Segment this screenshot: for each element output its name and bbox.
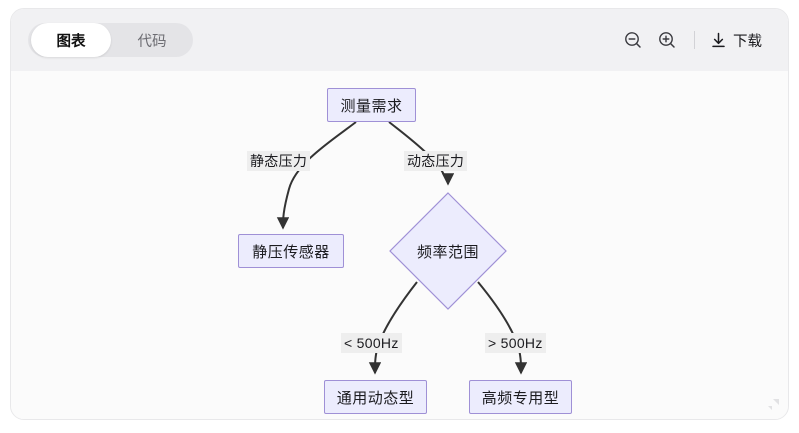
view-mode-segmented-control[interactable]: 图表 代码 (28, 23, 193, 57)
card-header: 图表 代码 (11, 9, 788, 71)
download-label: 下载 (733, 33, 762, 50)
download-button[interactable]: 下载 (705, 23, 766, 57)
node-frequency-range[interactable]: 频率范围 (389, 192, 507, 310)
diagram-canvas[interactable]: 测量需求 静压传感器 频率范围 通用动态型 高频专用型 静态压力 动态压力 < … (11, 71, 788, 419)
tab-chart[interactable]: 图表 (31, 23, 111, 57)
edge-label-static-pressure: 静态压力 (247, 151, 311, 171)
resize-grip-icon (768, 399, 779, 410)
diamond-shape (389, 192, 507, 310)
diagram-card: 图表 代码 (10, 8, 789, 420)
node-static-pressure-sensor[interactable]: 静压传感器 (238, 234, 344, 268)
edge-root-to-static (276, 121, 357, 230)
header-tools: 下载 (616, 23, 766, 57)
node-frequency-range-label: 频率范围 (416, 243, 479, 261)
edge-label-dynamic-pressure: 动态压力 (404, 151, 468, 171)
zoom-out-button[interactable] (616, 23, 650, 57)
edge-root-to-freq (388, 121, 455, 186)
zoom-in-button[interactable] (650, 23, 684, 57)
download-icon (712, 32, 725, 47)
resize-handle[interactable] (760, 392, 782, 414)
zoom-out-icon (625, 32, 641, 48)
node-measurement-requirement[interactable]: 测量需求 (327, 88, 416, 122)
edge-label-below-500hz: < 500Hz (341, 333, 402, 353)
node-general-dynamic-type[interactable]: 通用动态型 (324, 380, 427, 414)
zoom-in-icon (659, 32, 675, 48)
toolbar-divider (694, 31, 695, 49)
tab-code[interactable]: 代码 (137, 33, 167, 50)
node-high-frequency-type[interactable]: 高频专用型 (469, 380, 572, 414)
edge-label-above-500hz: > 500Hz (485, 333, 546, 353)
